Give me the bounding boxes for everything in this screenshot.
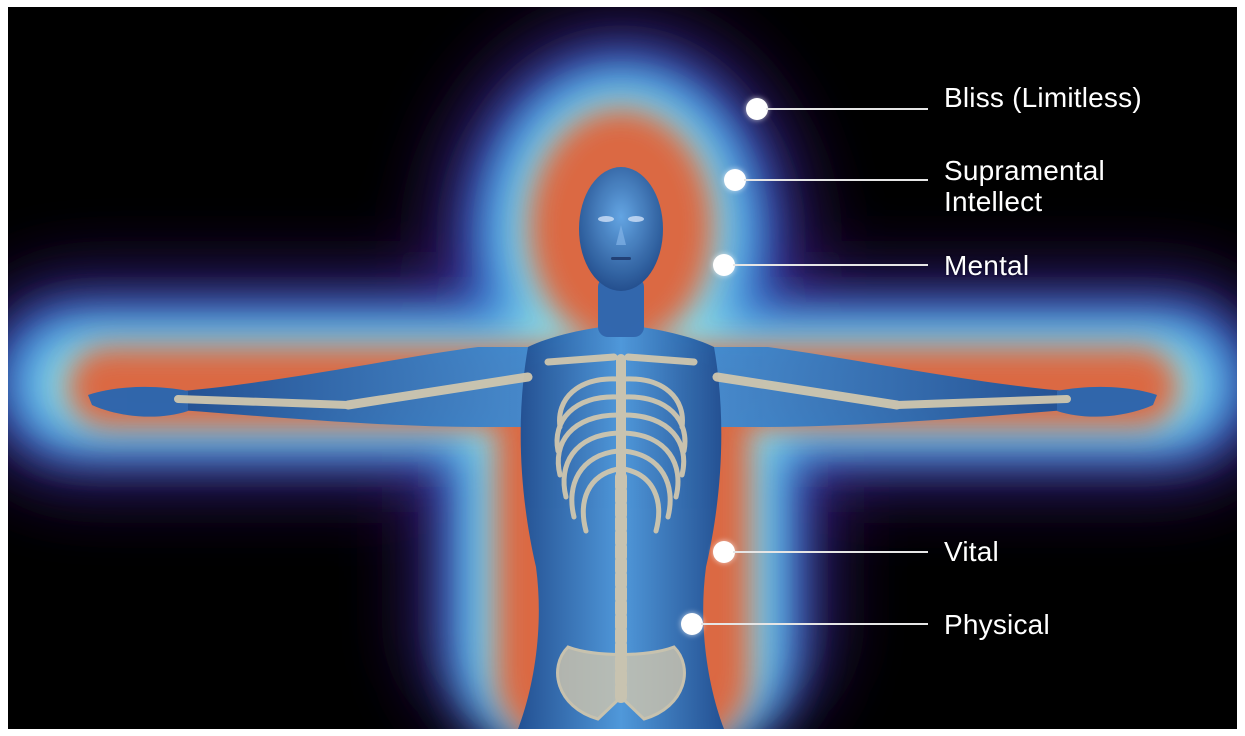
- human-figure-with-aura: [8, 7, 1237, 729]
- bliss-leader-line: [766, 108, 928, 110]
- supramental-leader-line: [744, 179, 928, 181]
- mental-marker: [713, 254, 735, 276]
- bliss-marker: [746, 98, 768, 120]
- bliss-label: Bliss (Limitless): [944, 82, 1142, 113]
- supramental-intellect-label: Supramental Intellect: [944, 155, 1105, 217]
- physical-label: Physical: [944, 609, 1050, 640]
- vital-marker: [713, 541, 735, 563]
- mental-leader-line: [733, 264, 928, 266]
- physical-leader-line: [701, 623, 928, 625]
- mental-label: Mental: [944, 250, 1029, 281]
- vital-label: Vital: [944, 536, 999, 567]
- aura-illustration: Bliss (Limitless) Supramental Intellect …: [8, 7, 1237, 729]
- vital-leader-line: [733, 551, 928, 553]
- supramental-marker: [724, 169, 746, 191]
- physical-marker: [681, 613, 703, 635]
